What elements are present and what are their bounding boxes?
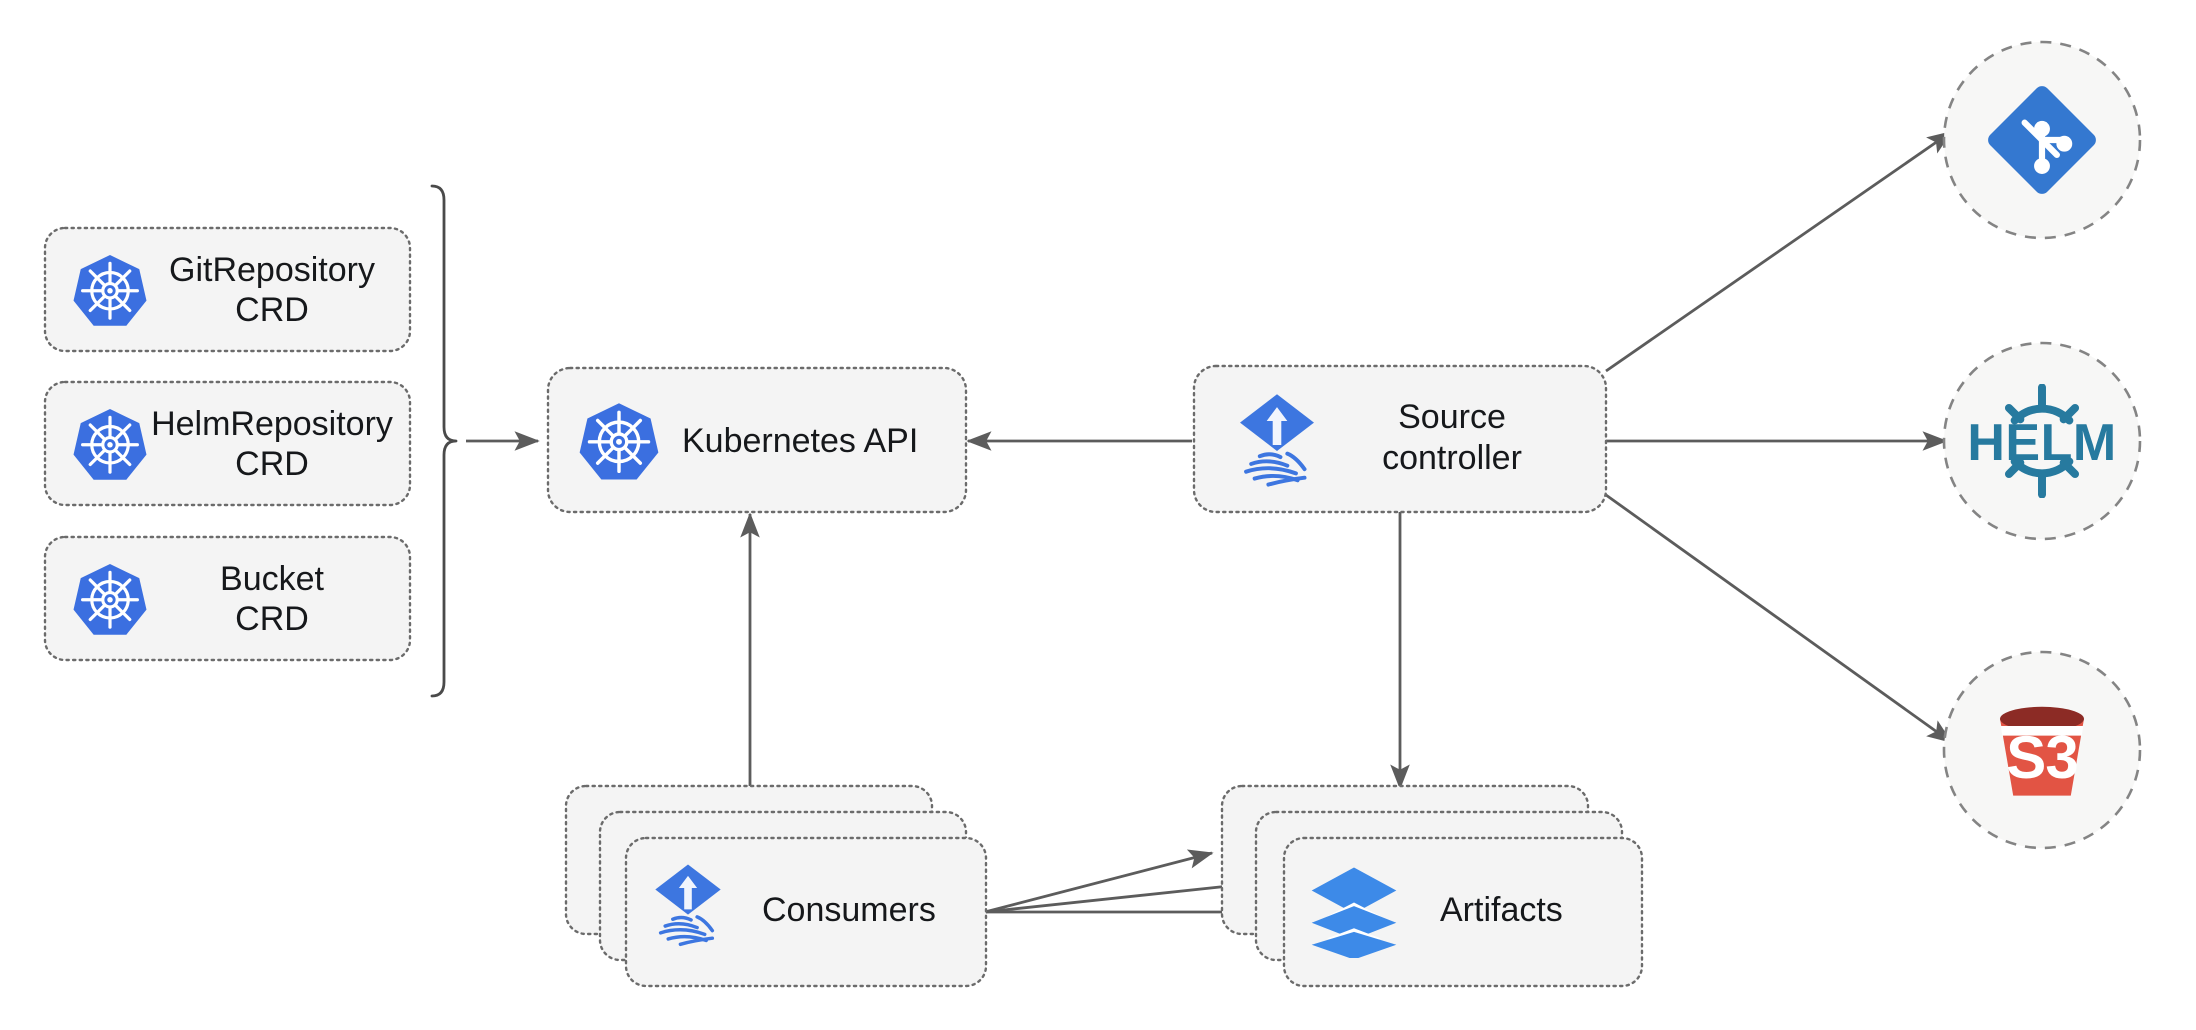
crd-label-line1: GitRepository xyxy=(169,251,375,289)
node-kubernetes-api[interactable]: Kubernetes API xyxy=(546,366,968,514)
consumers-label: Consumers xyxy=(762,891,936,929)
helm-wordmark: HELM xyxy=(1967,414,2116,472)
crd-helmrepository[interactable]: HelmRepository CRD xyxy=(43,380,412,507)
crd-gitrepository[interactable]: GitRepository CRD xyxy=(43,226,412,353)
consumers-stack-front xyxy=(624,836,988,988)
kubernetes-api-label: Kubernetes API xyxy=(682,422,918,460)
source-helm[interactable]: HELM xyxy=(1942,341,2142,541)
node-consumers[interactable]: Consumers xyxy=(564,784,988,988)
node-source-controller[interactable]: Source controller xyxy=(1192,364,1608,514)
edge-source-controller-to-git xyxy=(1605,130,1953,373)
crd-label-line1: Bucket xyxy=(220,560,324,598)
source-git[interactable] xyxy=(1942,40,2142,240)
source-controller-label-line2: controller xyxy=(1382,439,1522,477)
crd-label-line1: HelmRepository xyxy=(151,405,393,443)
s3-wordmark: S3 xyxy=(2006,724,2077,791)
crd-label-line2: CRD xyxy=(235,291,309,329)
crd-bucket[interactable]: Bucket CRD xyxy=(43,535,412,662)
artifacts-label: Artifacts xyxy=(1440,891,1563,929)
edge-consumers-to-artifacts-1 xyxy=(984,849,1214,914)
source-controller-label-line1: Source xyxy=(1398,398,1506,436)
crd-group-brace xyxy=(430,184,458,698)
crd-label-line2: CRD xyxy=(235,600,309,638)
node-artifacts[interactable]: Artifacts xyxy=(1220,784,1644,988)
source-s3[interactable]: S3 xyxy=(1942,650,2142,850)
edge-source-controller-to-s3 xyxy=(1605,493,1953,744)
crd-label-line2: CRD xyxy=(235,445,309,483)
edge-consumers-to-artifacts-2 xyxy=(984,876,1250,914)
